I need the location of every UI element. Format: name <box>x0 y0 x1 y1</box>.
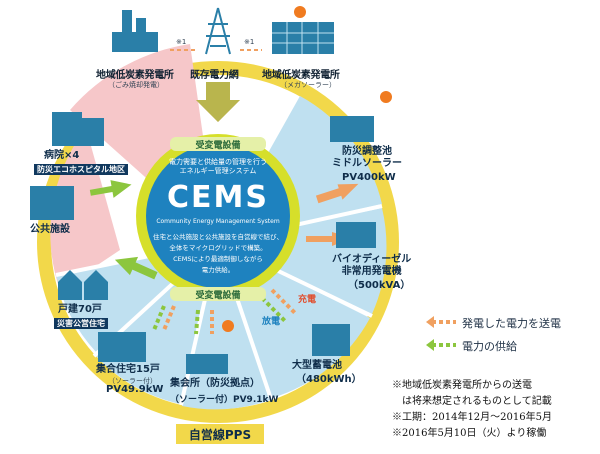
assembly-sub: （ソーラー付）PV9.1kW <box>170 395 279 405</box>
note-2: は将来想定されるものとして記載 <box>392 396 552 407</box>
diesel-cap: （500kVA） <box>348 280 411 291</box>
generator-icon <box>336 222 376 248</box>
center-core <box>146 144 290 288</box>
hospital-building-icon <box>52 112 104 146</box>
legend-arrowhead-green <box>426 339 434 351</box>
houses-name: 戸建70戸 <box>58 304 102 315</box>
ring-label: 自営線PPS <box>188 428 252 442</box>
grid-band-top <box>170 137 266 151</box>
solar-arrow <box>315 183 359 204</box>
battery-cap: （480kWh） <box>296 374 362 385</box>
battery-name: 大型蓄電池 <box>292 360 342 371</box>
legend-supply: 電力の供給 <box>462 340 517 353</box>
grid-name: 既存電力網 <box>190 70 239 81</box>
housing15-pv: PV49.9kW <box>106 384 164 395</box>
legend-arrowhead-orange <box>426 316 434 328</box>
hospital-arrow <box>89 180 132 198</box>
diesel-name: バイオディーゼル 非常用発電機 <box>332 254 412 277</box>
pps-ring <box>37 61 399 423</box>
left-plant-sub: （ごみ焼却発電） <box>108 81 164 89</box>
sun-icon <box>222 6 392 332</box>
power-tower-icon <box>205 7 231 55</box>
assembly-name: 集会所（防災拠点） <box>170 378 260 389</box>
factory-icon <box>112 10 158 52</box>
mark-left: ※1 <box>176 38 187 46</box>
grid-band-bottom <box>170 287 266 301</box>
house-icon <box>58 270 108 300</box>
hospital-tag: 防災エコホスピタル地区 <box>34 164 128 175</box>
houses-arrow <box>114 256 158 280</box>
left-plant-name: 地域低炭素発電所 <box>96 70 174 81</box>
public-name: 公共施設 <box>30 224 70 235</box>
solar-cap: PV400kW <box>342 172 396 183</box>
housing15-sub: （ソーラー付） <box>108 377 157 385</box>
vertical-arrows <box>152 288 298 335</box>
right-plant-sub: （メガソーラー） <box>280 81 336 89</box>
discharge-label: 放電 <box>262 317 281 327</box>
assembly-hall-icon <box>186 354 228 374</box>
mark-right: ※1 <box>244 38 255 46</box>
center-desc-body: 住宅と公共施設と公共施設を自営線で結び、 全体をマイクログリッドで構築。 CEM… <box>153 233 283 274</box>
battery-icon <box>312 324 350 356</box>
housing15-name: 集合住宅15戸 <box>96 364 160 375</box>
apartment-icon <box>98 332 146 362</box>
houses-tag: 災害公営住宅 <box>54 318 108 329</box>
note-4: ※2016年5月10日（火）より稼働 <box>392 428 547 439</box>
cems-logo: CEMS <box>167 180 269 215</box>
hospital-name: 病院×4 <box>44 150 80 161</box>
solar-panel-icon <box>272 22 334 54</box>
public-building-icon <box>30 186 74 220</box>
middle-solar-icon <box>330 116 374 142</box>
ring-label-box <box>176 424 264 444</box>
charge-label: 充電 <box>298 295 317 305</box>
note-3: ※工期：2014年12月～2016年5月 <box>392 412 552 423</box>
solar-name: 防災調整池 ミドルソーラー <box>332 146 402 169</box>
grid-bottom-label: 受変電設備 <box>195 291 241 301</box>
grid-top-label: 受変電設備 <box>195 141 241 151</box>
legend-generation: 発電した電力を送電 <box>462 317 561 330</box>
cems-logo-sub: Community Energy Management System <box>156 218 280 225</box>
top-arrow-tint <box>196 82 240 122</box>
note-1: ※地域低炭素発電所からの送電 <box>392 380 532 391</box>
center-desc-top: 電力需要と供給量の管理を行う エネルギー管理システム <box>169 158 267 175</box>
legend-arrows <box>432 320 456 347</box>
right-plant-name: 地域低炭素発電所 <box>262 70 340 81</box>
